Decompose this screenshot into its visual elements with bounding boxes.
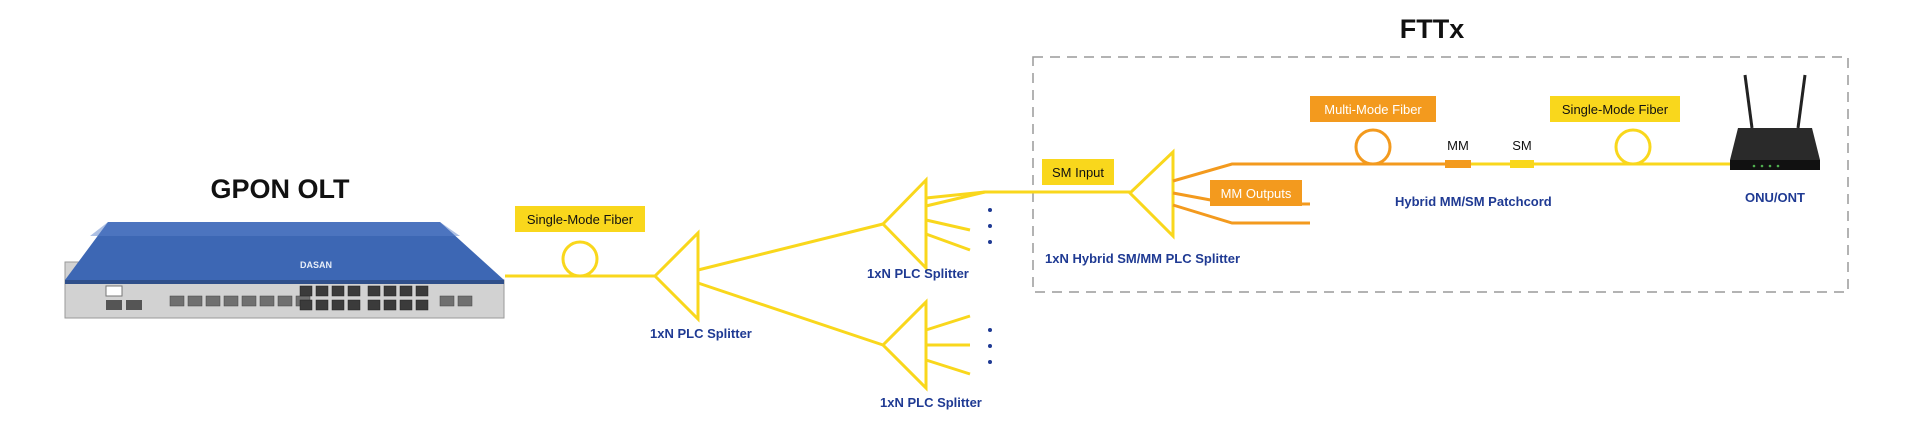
sm-fiber-olt-link	[505, 240, 655, 278]
patchcord-label: Hybrid MM/SM Patchcord	[1395, 194, 1552, 209]
upper-splitter-ellipsis	[988, 208, 992, 244]
onu-router-device	[1730, 74, 1820, 170]
sm-fiber-onu-link	[1534, 128, 1735, 166]
lower-splitter-label: 1xN PLC Splitter	[880, 395, 982, 410]
olt-brand-logo: DASAN	[300, 260, 332, 270]
mm-outputs-tag-label: MM Outputs	[1221, 186, 1292, 201]
mm-connector-label: MM	[1447, 138, 1469, 153]
lower-plc-splitter	[880, 298, 971, 392]
mm-connector	[1445, 160, 1471, 168]
sm-input-fiber	[925, 190, 1130, 200]
multi-mode-fiber-tag	[1310, 96, 1436, 122]
hybrid-sm-mm-splitter	[1127, 148, 1175, 240]
main-splitter-label: 1xN PLC Splitter	[650, 326, 752, 341]
sm-connector	[1510, 160, 1534, 168]
mm-output-fibers	[1172, 128, 1445, 225]
gpon-olt-title: GPON OLT	[211, 174, 351, 204]
upper-splitter-label: 1xN PLC Splitter	[867, 266, 969, 281]
lower-splitter-ellipsis	[988, 328, 992, 364]
single-mode-fiber-tag-right-label: Single-Mode Fiber	[1562, 102, 1669, 117]
single-mode-fiber-tag-left-label: Single-Mode Fiber	[527, 212, 634, 227]
main-plc-splitter	[652, 222, 884, 347]
single-mode-fiber-tag-right	[1550, 96, 1680, 122]
hybrid-splitter-label: 1xN Hybrid SM/MM PLC Splitter	[1045, 251, 1240, 266]
single-mode-fiber-tag-left	[515, 206, 645, 232]
sm-connector-label: SM	[1512, 138, 1532, 153]
fttx-title: FTTx	[1400, 14, 1465, 44]
mm-outputs-tag	[1210, 180, 1302, 206]
gpon-olt-device: DASAN	[64, 222, 505, 319]
multi-mode-fiber-tag-label: Multi-Mode Fiber	[1324, 102, 1422, 117]
sm-input-tag	[1042, 159, 1114, 185]
sm-input-tag-label: SM Input	[1052, 165, 1104, 180]
onu-ont-label: ONU/ONT	[1745, 190, 1805, 205]
